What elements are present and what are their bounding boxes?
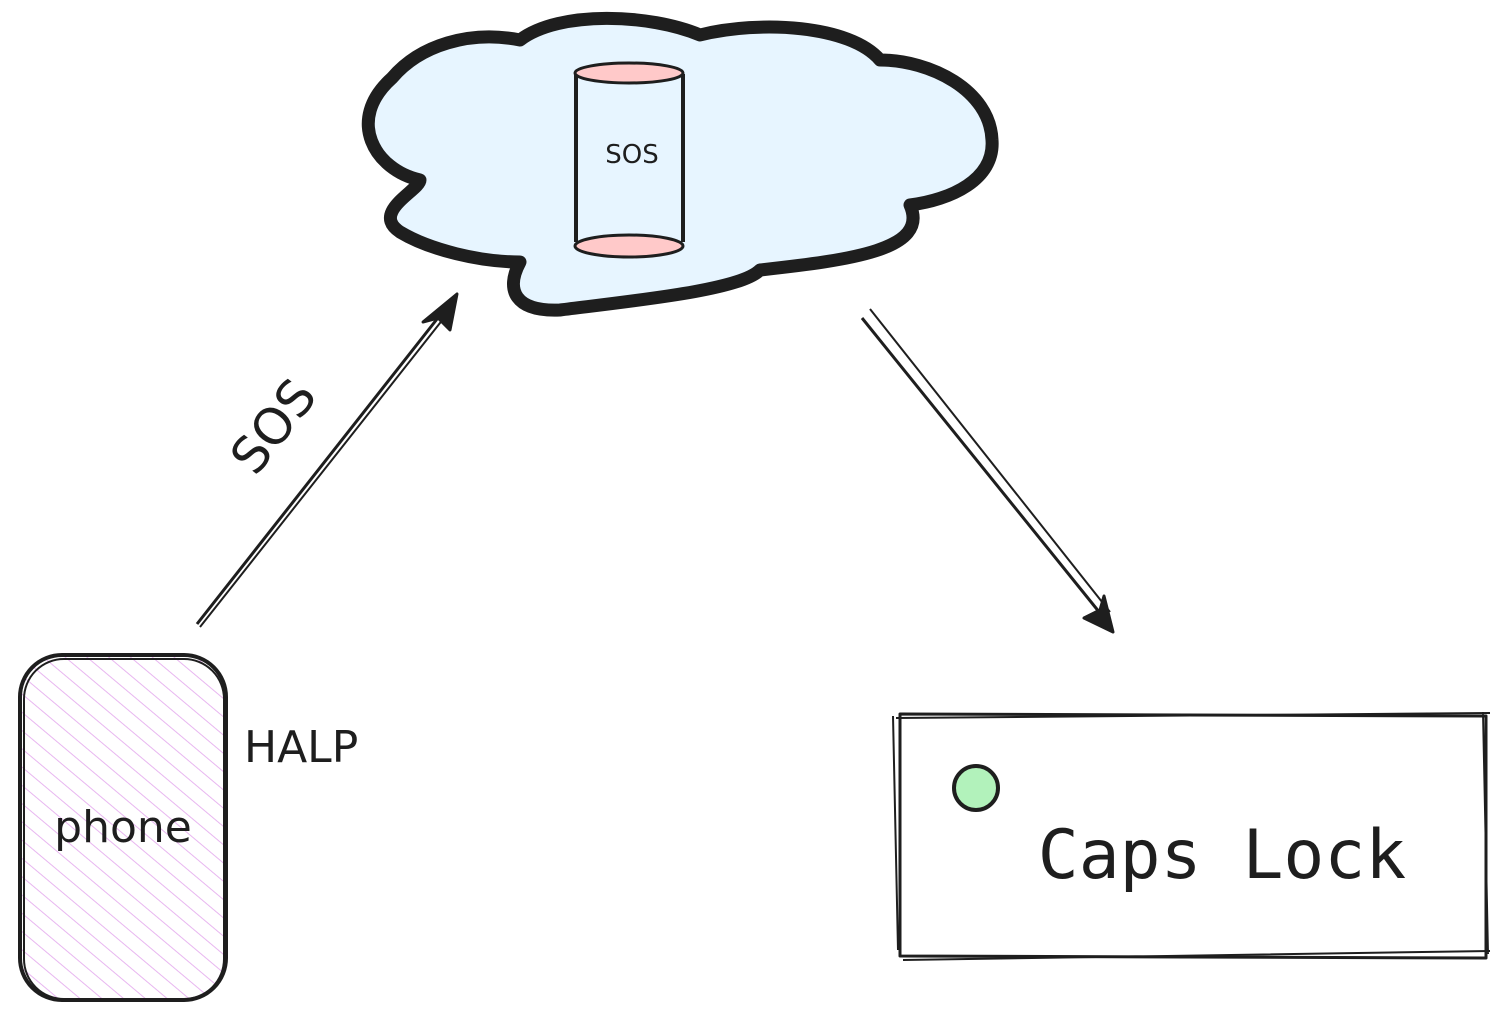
- cloud-node: SOS: [361, 11, 999, 317]
- edge-label-sos: SOS: [219, 368, 328, 485]
- caps-lock-node: Caps Lock: [892, 711, 1491, 961]
- arrowhead-icon: [421, 292, 459, 332]
- phone-label: phone: [54, 802, 192, 853]
- phone-side-label: HALP: [244, 722, 358, 773]
- cloud-shape-icon: [361, 11, 999, 317]
- caps-lock-label: Caps Lock: [1038, 816, 1406, 895]
- arrowhead-icon: [1082, 594, 1115, 634]
- phone-node: phone HALP: [18, 653, 358, 1002]
- database-label: SOS: [605, 140, 658, 170]
- database-cylinder-icon: SOS: [573, 61, 685, 259]
- edge-phone-to-cloud: SOS: [195, 292, 459, 628]
- edge-cloud-to-caps-lock: [860, 308, 1115, 634]
- led-indicator-icon: [952, 764, 1000, 812]
